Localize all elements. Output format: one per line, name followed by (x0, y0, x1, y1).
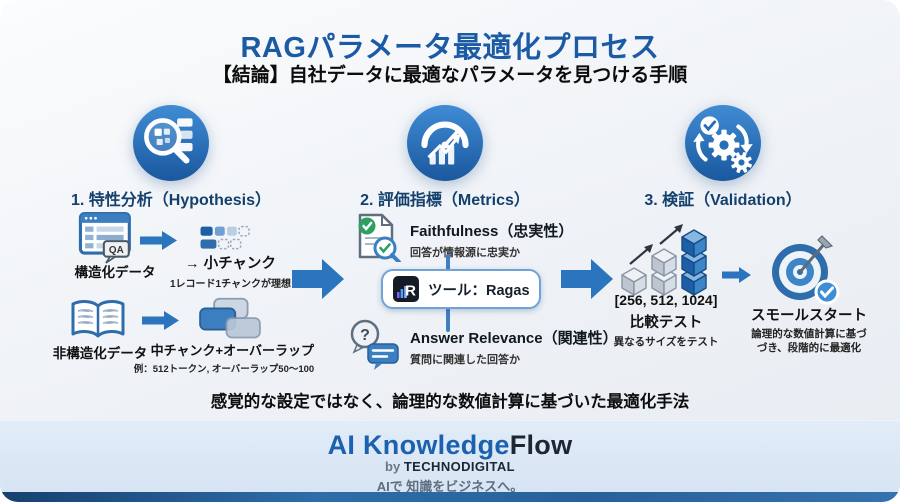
magnifier-data-icon (132, 104, 210, 187)
byline-prefix: by (385, 459, 404, 474)
tagline: 感覚的な設定ではなく、論理的な数値計算に基づいた最適化手法 (210, 393, 690, 411)
small-start-title: スモールスタート (751, 308, 867, 324)
unstructured-data-label: 非構造化データ (52, 346, 148, 361)
faithfulness-block: Faithfulness（忠実性） 回答が情報源に忠実か (410, 220, 600, 260)
ragas-logo-icon: R (393, 276, 419, 302)
brand-name: AI KnowledgeFlow (0, 430, 900, 461)
arrow-right-icon (722, 266, 752, 289)
block-arrow-right-icon (561, 257, 615, 306)
small-chunk-result: → 小チャンク 1レコード1チャンクが理想 (148, 252, 313, 290)
footer-band: AI KnowledgeFlow by TECHNODIGITAL AIで 知識… (0, 420, 900, 494)
step-3-label: 3. 検証（Validation） (644, 192, 802, 209)
footer-slogan: AIで 知識をビジネスへ。 (376, 479, 524, 494)
small-start-note-line2: づき、段階的に最適化 (756, 342, 862, 354)
gauge-growth-icon (406, 104, 484, 187)
target-dart-check-icon (764, 234, 850, 313)
brand-primary: AI Knowledge (327, 430, 510, 460)
small-start-note-line1: 論理的な数値計算に基づ (751, 328, 867, 340)
faithfulness-note: 回答が情報源に忠実か (410, 247, 520, 259)
page-subtitle: 【結論】自社データに最適なパラメータを見つける手順 (212, 65, 688, 86)
sizes-label: [256, 512, 1024] (614, 292, 718, 308)
question-chat-bubbles-icon: ? (348, 319, 402, 376)
brand-secondary: Flow (509, 430, 573, 460)
compare-test-block: [256, 512, 1024] 比較テスト 異なるサイズをテスト (596, 292, 736, 349)
ragas-tool-chip: R ツール：Ragas (381, 269, 541, 309)
faithfulness-title: Faithfulness（忠実性） (410, 223, 574, 240)
mid-chunk-title: → 中チャンク+オーバーラップ (134, 343, 314, 358)
structured-data-label: 構造化データ (74, 265, 156, 280)
question-glyph: ? (360, 327, 370, 344)
document-check-magnifier-icon (352, 212, 402, 267)
gears-sync-check-icon (684, 104, 762, 187)
overlap-chunks-icon (194, 297, 266, 346)
byline: by TECHNODIGITAL (0, 459, 900, 474)
small-start-block: スモールスタート 論理的な数値計算に基づ づき、段階的に最適化 (736, 304, 882, 355)
stacked-cubes-growth-icon (620, 220, 712, 303)
footer-accent-bar (0, 492, 900, 502)
compare-test-note: 異なるサイズをテスト (613, 336, 719, 348)
ragas-chip-label: ツール：Ragas (428, 282, 530, 299)
compare-test-title: 比較テスト (629, 315, 703, 331)
relevance-note: 質問に関連した回答か (410, 354, 520, 366)
small-chunk-note: 1レコード1チャンクが理想 (169, 279, 292, 290)
block-arrow-right-icon (292, 257, 346, 306)
mid-chunk-result: → 中チャンク+オーバーラップ 例：512トークン, オーバーラップ50～100 (128, 340, 320, 375)
page-title: RAGパラメータ最適化プロセス (240, 32, 660, 64)
byline-company: TECHNODIGITAL (403, 459, 515, 474)
ragas-logo-letter: R (405, 283, 416, 300)
qa-table-window-icon: QA (78, 212, 138, 269)
step-2-label: 2. 評価指標（Metrics） (360, 192, 530, 209)
relevance-block: Answer Relevance（関連性） 質問に関連した回答か (410, 327, 618, 367)
qa-badge-text: QA (109, 245, 124, 256)
step-1-label: 1. 特性分析（Hypothesis） (70, 192, 272, 209)
mid-chunk-note: 例：512トークン, オーバーラップ50～100 (133, 364, 315, 375)
relevance-title: Answer Relevance（関連性） (410, 330, 618, 347)
open-book-icon (68, 299, 128, 348)
chunk-grid-icon (199, 225, 255, 259)
arrow-right-icon (142, 310, 180, 336)
arrow-right-icon (140, 230, 178, 256)
small-chunk-title: → 小チャンク (185, 256, 276, 272)
